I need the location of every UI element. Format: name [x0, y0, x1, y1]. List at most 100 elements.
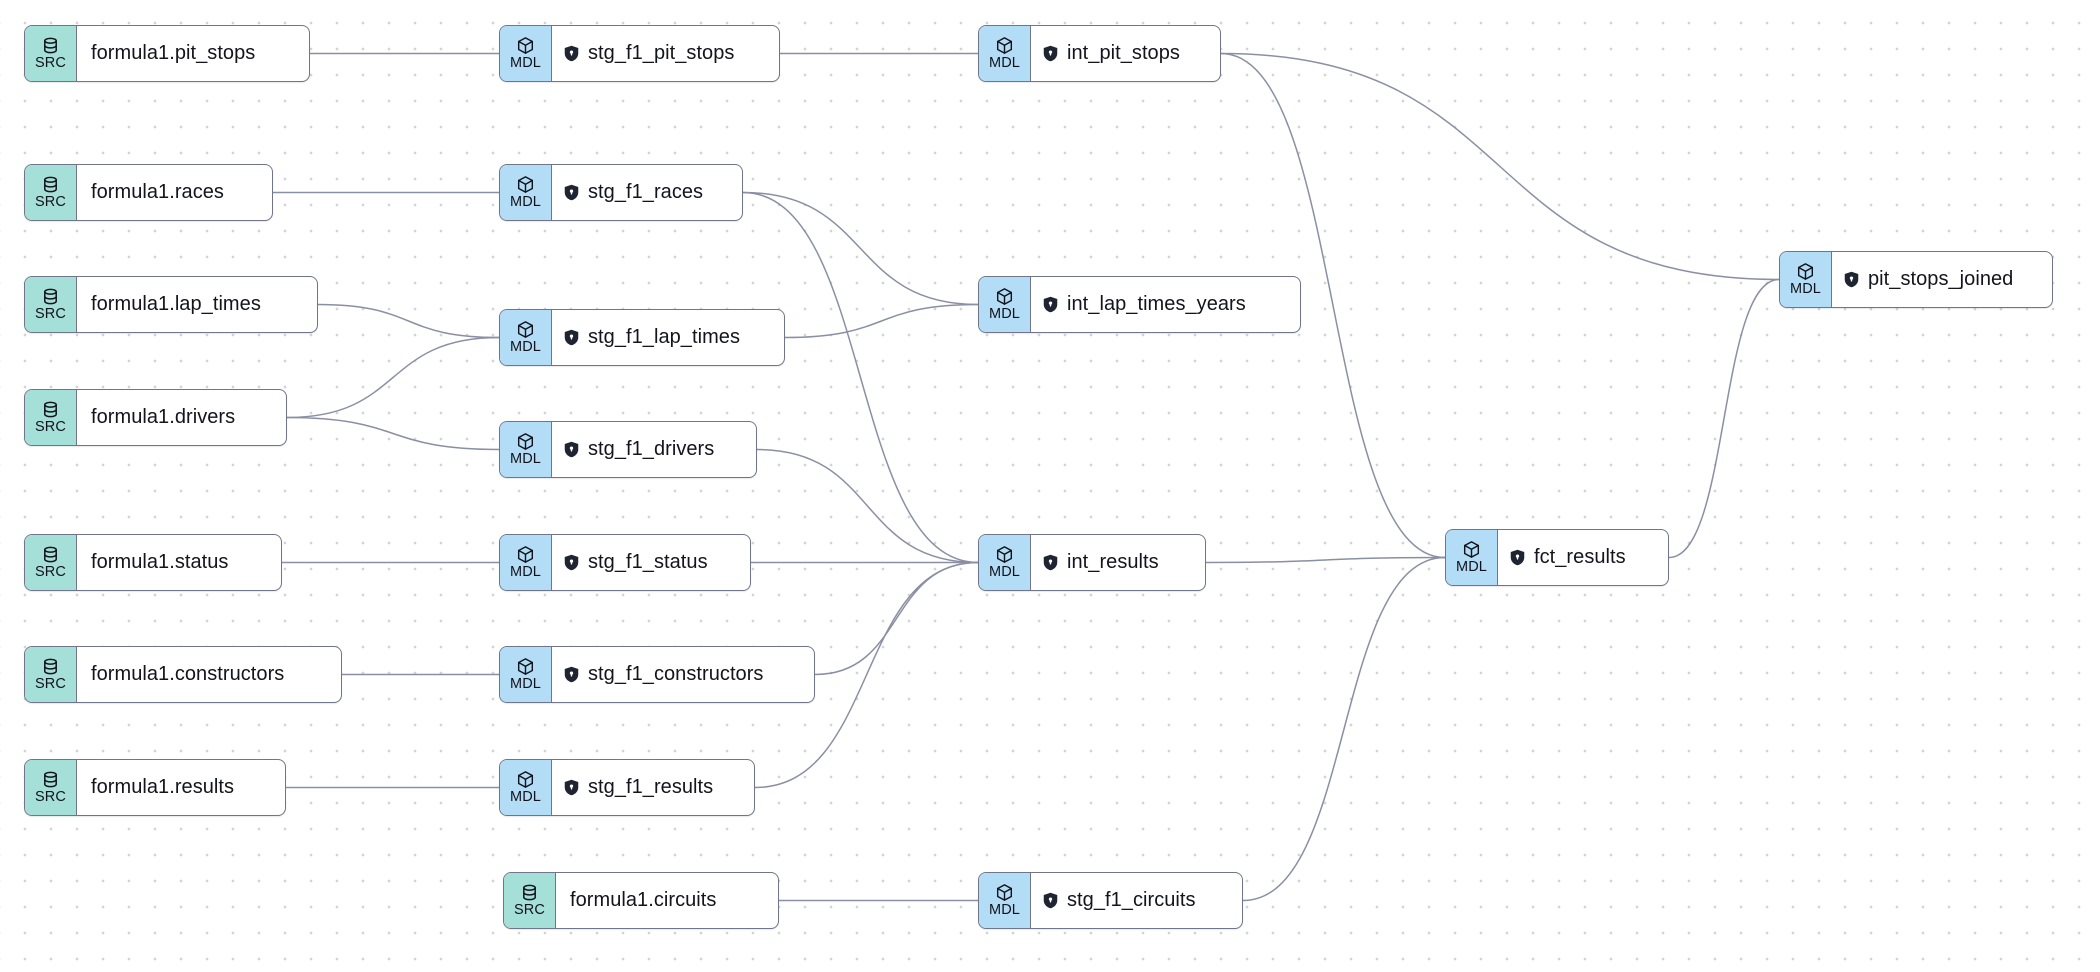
shield-lock-icon	[564, 184, 579, 201]
lineage-node-stg_constructors[interactable]: MDL stg_f1_constructors	[499, 646, 815, 703]
node-type-badge: SRC	[504, 873, 556, 928]
lineage-node-src_results[interactable]: SRC formula1.results	[24, 759, 286, 816]
database-icon	[41, 770, 60, 789]
node-type-badge: SRC	[25, 535, 77, 590]
lineage-node-src_status[interactable]: SRC formula1.status	[24, 534, 282, 591]
node-label: fct_results	[1534, 546, 1626, 568]
database-icon	[41, 175, 60, 194]
node-type-badge: SRC	[25, 760, 77, 815]
database-icon	[520, 883, 539, 902]
shield-lock-icon	[564, 666, 579, 683]
node-type-label: SRC	[35, 676, 66, 692]
database-icon	[41, 400, 60, 419]
lineage-edge-fct_results-to-pit_stops_joined	[1668, 278, 1780, 559]
node-type-label: SRC	[35, 306, 66, 322]
shield-lock-icon	[1844, 271, 1859, 288]
node-type-label: SRC	[35, 564, 66, 580]
node-label: stg_f1_constructors	[588, 663, 764, 685]
database-icon	[41, 36, 60, 55]
node-type-badge: SRC	[25, 277, 77, 332]
lineage-edge-stg_races-to-int_lap_times_years	[742, 191, 979, 306]
shield-lock-icon	[1510, 549, 1525, 566]
node-label: formula1.pit_stops	[91, 42, 256, 64]
cube-icon	[995, 287, 1014, 306]
node-type-badge: MDL	[1780, 252, 1832, 307]
node-type-label: SRC	[514, 902, 545, 918]
shield-lock-icon	[1043, 45, 1058, 62]
cube-icon	[516, 432, 535, 451]
node-label: formula1.status	[91, 551, 229, 573]
shield-lock-icon	[1043, 296, 1058, 313]
node-label: stg_f1_drivers	[588, 438, 715, 460]
lineage-node-stg_pit_stops[interactable]: MDL stg_f1_pit_stops	[499, 25, 780, 82]
lineage-node-src_lap_times[interactable]: SRC formula1.lap_times	[24, 276, 318, 333]
cube-icon	[995, 36, 1014, 55]
node-type-badge: MDL	[979, 873, 1031, 928]
lineage-node-src_pit_stops[interactable]: SRC formula1.pit_stops	[24, 25, 310, 82]
node-type-label: MDL	[989, 902, 1020, 918]
node-body: stg_f1_lap_times	[552, 310, 784, 365]
lineage-node-src_constructors[interactable]: SRC formula1.constructors	[24, 646, 342, 703]
cube-icon	[516, 175, 535, 194]
node-body: formula1.constructors	[77, 647, 341, 702]
lineage-node-int_results[interactable]: MDL int_results	[978, 534, 1206, 591]
node-label: stg_f1_races	[588, 181, 704, 203]
shield-lock-icon	[564, 45, 579, 62]
shield-lock-icon	[564, 554, 579, 571]
cube-icon	[995, 545, 1014, 564]
node-type-badge: SRC	[25, 26, 77, 81]
shield-lock-icon	[564, 779, 579, 796]
shield-lock-icon	[564, 441, 579, 458]
node-body: formula1.lap_times	[77, 277, 317, 332]
node-type-badge: MDL	[500, 26, 552, 81]
node-body: int_lap_times_years	[1031, 277, 1300, 332]
lineage-edge-src_lap_times-to-stg_lap_times	[317, 303, 500, 339]
node-label: stg_f1_status	[588, 551, 708, 573]
node-type-badge: SRC	[25, 390, 77, 445]
node-body: stg_f1_pit_stops	[552, 26, 779, 81]
node-label: formula1.results	[91, 776, 235, 798]
node-body: stg_f1_circuits	[1031, 873, 1242, 928]
lineage-node-stg_races[interactable]: MDL stg_f1_races	[499, 164, 743, 221]
node-type-badge: SRC	[25, 165, 77, 220]
node-type-badge: MDL	[500, 760, 552, 815]
node-type-label: MDL	[510, 676, 541, 692]
node-type-label: MDL	[1790, 281, 1821, 297]
cube-icon	[995, 883, 1014, 902]
node-label: int_lap_times_years	[1067, 293, 1246, 315]
node-type-badge: MDL	[500, 310, 552, 365]
node-type-label: MDL	[1456, 559, 1487, 575]
node-label: formula1.lap_times	[91, 293, 261, 315]
lineage-edge-int_pit_stops-to-pit_stops_joined	[1220, 52, 1780, 281]
lineage-edge-src_drivers-to-stg_lap_times	[286, 336, 500, 419]
database-icon	[41, 545, 60, 564]
node-body: formula1.circuits	[556, 873, 778, 928]
cube-icon	[516, 770, 535, 789]
node-body: stg_f1_status	[552, 535, 750, 590]
node-type-badge: MDL	[979, 535, 1031, 590]
lineage-node-fct_results[interactable]: MDL fct_results	[1445, 529, 1669, 586]
lineage-node-src_circuits[interactable]: SRC formula1.circuits	[503, 872, 779, 929]
node-body: formula1.drivers	[77, 390, 286, 445]
cube-icon	[516, 320, 535, 339]
cube-icon	[516, 657, 535, 676]
node-type-badge: MDL	[979, 26, 1031, 81]
lineage-node-stg_circuits[interactable]: MDL stg_f1_circuits	[978, 872, 1243, 929]
node-label: int_results	[1067, 551, 1159, 573]
node-type-label: MDL	[510, 55, 541, 71]
node-type-badge: MDL	[500, 165, 552, 220]
shield-lock-icon	[564, 329, 579, 346]
node-type-label: SRC	[35, 789, 66, 805]
shield-lock-icon	[1043, 892, 1058, 909]
node-body: stg_f1_drivers	[552, 422, 756, 477]
